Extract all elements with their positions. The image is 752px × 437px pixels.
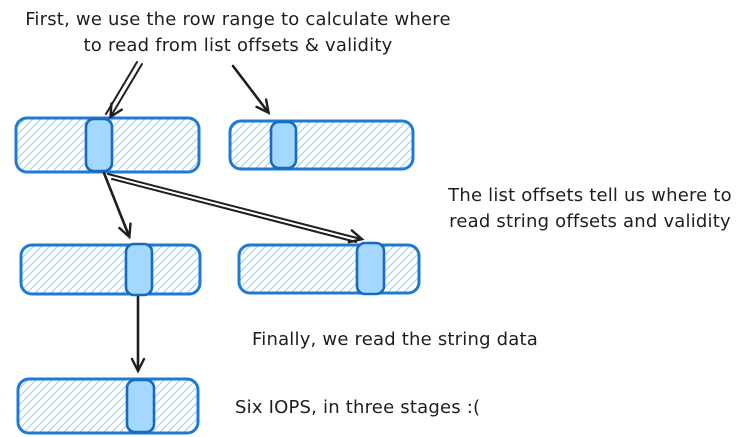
stage1-right-read-range xyxy=(269,120,298,170)
stage2-buffer-left xyxy=(19,242,202,297)
caption-step2: The list offsets tell us where to read s… xyxy=(428,183,752,235)
stage1-buffer-left xyxy=(14,116,201,174)
arrow-stage1-to-stage2-right xyxy=(107,173,365,244)
caption-step1-line2: to read from list offsets & validity xyxy=(83,35,393,56)
stage2-left-read-range xyxy=(124,242,154,297)
arrow-step1-to-right-buffer xyxy=(231,64,271,115)
stage2-right-read-range xyxy=(355,241,386,296)
stage3-buffer xyxy=(16,377,200,435)
stage2-buffer-right xyxy=(237,241,421,296)
caption-step2-line2: read string offsets and validity xyxy=(449,211,731,232)
arrow-stage1-to-stage2-left xyxy=(102,171,132,240)
caption-summary: Six IOPS, in three stages :( xyxy=(235,397,481,418)
caption-step2-line1: The list offsets tell us where to xyxy=(448,185,732,206)
caption-step1-line1: First, we use the row range to calculate… xyxy=(25,9,451,30)
stage3-read-range xyxy=(125,378,156,434)
stage1-left-read-range xyxy=(84,117,114,173)
caption-step1: First, we use the row range to calculate… xyxy=(6,7,470,59)
caption-step3: Finally, we read the string data xyxy=(252,329,538,350)
stage1-buffer-right xyxy=(228,119,415,171)
arrow-step1-to-left-buffer xyxy=(105,61,143,120)
